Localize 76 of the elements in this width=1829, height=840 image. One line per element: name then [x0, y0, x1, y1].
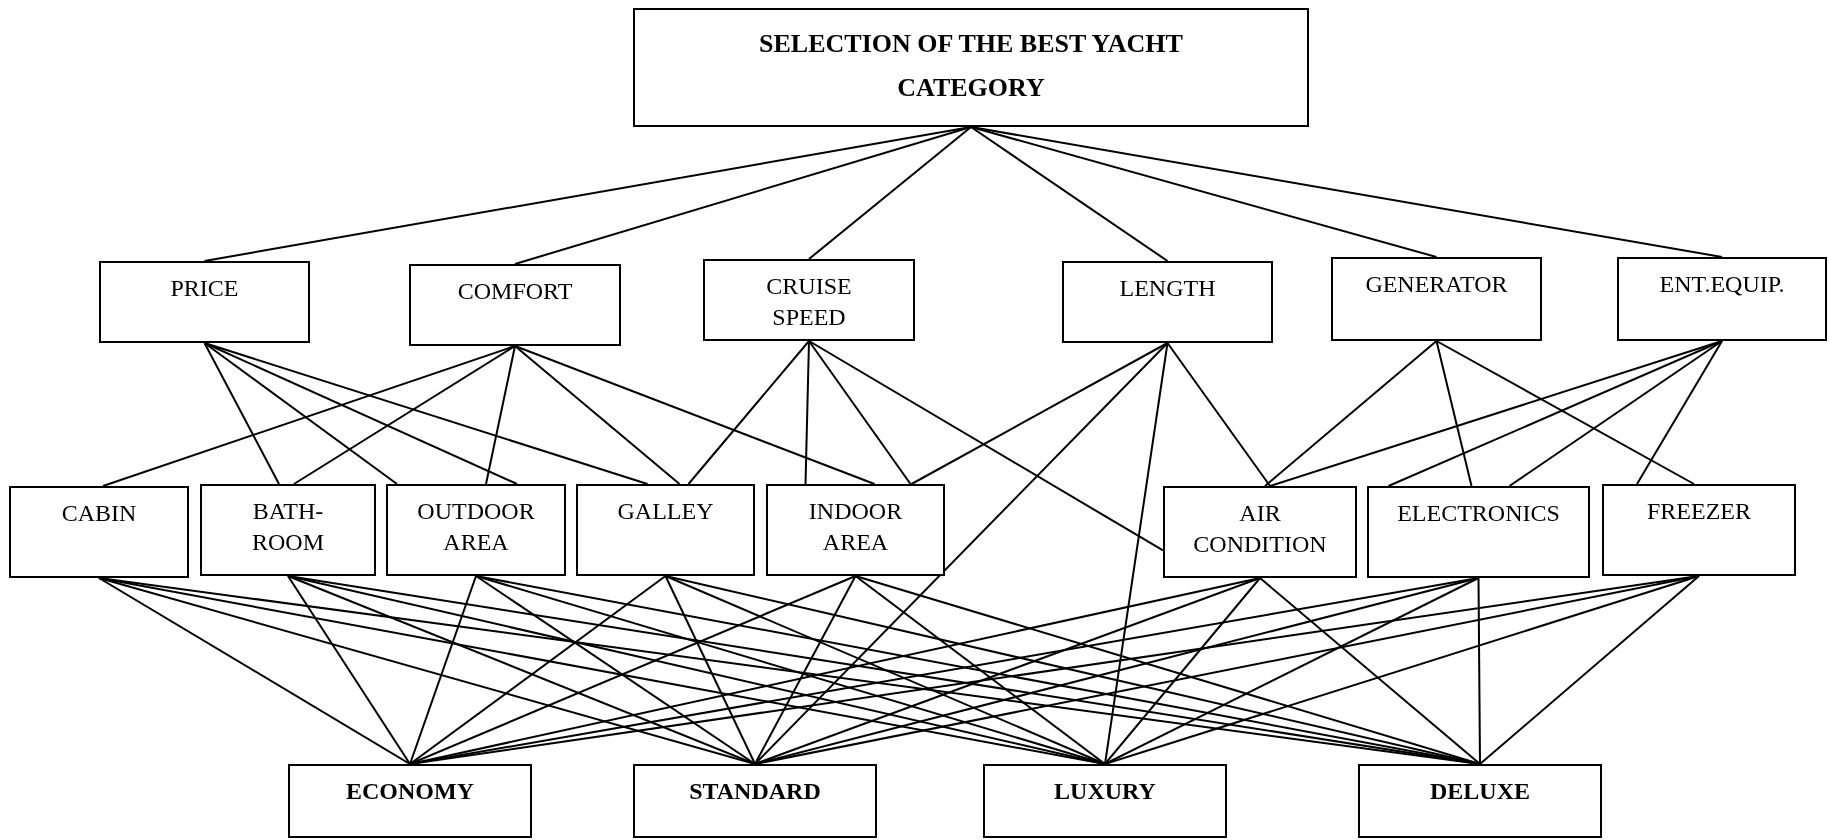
node-label: LUXURY: [1053, 777, 1157, 806]
node-label: FREEZER: [1646, 497, 1752, 526]
alternative-box: [633, 764, 877, 838]
connector-line: [409, 575, 477, 765]
node-label: ECONOMY: [345, 777, 475, 806]
goal-box: [633, 8, 1309, 127]
connector-line: [754, 575, 857, 765]
connector-line: [970, 126, 1438, 258]
criterion-box: [1163, 486, 1357, 578]
node-label: CRUISE SPEED: [765, 272, 853, 332]
connector-line: [514, 345, 876, 485]
connector-line: [970, 126, 1723, 258]
criterion-box: [200, 484, 376, 576]
connector-line: [203, 342, 398, 485]
connector-line: [1636, 340, 1723, 485]
node-label: CABIN: [60, 499, 138, 528]
connector-line: [1479, 575, 1700, 765]
connector-line: [808, 340, 1164, 552]
criterion-box: [703, 259, 915, 341]
connector-line: [1264, 340, 1438, 487]
criterion-box: [766, 484, 945, 576]
connector-line: [804, 340, 810, 485]
node-label: ELECTRONICS: [1396, 499, 1561, 528]
node-label: COMFORT: [456, 277, 574, 306]
connector-line: [293, 345, 516, 485]
criterion-box: [576, 484, 755, 576]
connector-line: [1477, 577, 1481, 765]
alternative-box: [288, 764, 532, 838]
connector-line: [1508, 340, 1723, 487]
connector-line: [409, 575, 667, 765]
connector-line: [1104, 577, 1261, 765]
criterion-box: [1367, 486, 1590, 578]
connector-line: [1104, 575, 1700, 765]
node-label: LENGTH: [1118, 274, 1217, 303]
criterion-box: [99, 261, 310, 343]
connector-line: [475, 575, 756, 765]
connector-line: [203, 342, 280, 485]
node-label: OUTDOOR AREA: [416, 497, 536, 557]
criterion-box: [409, 264, 621, 346]
node-label: SELECTION OF THE BEST YACHT CATEGORY: [758, 28, 1184, 104]
alternative-box: [1358, 764, 1602, 838]
criterion-box: [386, 484, 566, 576]
connector-line: [1166, 342, 1271, 487]
connector-line: [808, 340, 912, 485]
connector-line: [754, 342, 1169, 765]
connector-line: [1104, 342, 1169, 765]
criterion-box: [1617, 257, 1827, 341]
connector-line: [287, 575, 411, 765]
node-label: GENERATOR: [1364, 270, 1509, 299]
node-label: STANDARD: [688, 777, 822, 806]
connector-line: [1435, 340, 1695, 485]
connector-line: [970, 126, 1169, 262]
connector-line: [664, 575, 756, 765]
node-label: BATH-ROOM: [251, 497, 325, 557]
criterion-box: [1602, 484, 1796, 576]
connector-line: [808, 126, 972, 260]
connector-line: [485, 345, 516, 485]
criterion-box: [1062, 261, 1273, 343]
node-label: ENT.EQUIP.: [1658, 270, 1786, 299]
criterion-box: [1331, 257, 1542, 341]
connector-line: [514, 126, 972, 265]
connector-line: [98, 577, 411, 765]
connector-line: [514, 345, 681, 485]
connector-line: [854, 575, 1106, 765]
node-label: INDOOR AREA: [807, 497, 904, 557]
criterion-box: [9, 486, 189, 578]
connector-line: [203, 342, 518, 485]
connector-line: [687, 340, 810, 485]
alternative-box: [983, 764, 1227, 838]
node-label: GALLEY: [616, 497, 715, 526]
node-label: PRICE: [169, 274, 240, 303]
connector-line: [1259, 577, 1481, 765]
connector-line: [754, 577, 1261, 765]
node-label: AIR CONDITION: [1192, 499, 1328, 559]
connector-line: [1435, 340, 1473, 487]
node-label: DELUXE: [1429, 777, 1531, 806]
